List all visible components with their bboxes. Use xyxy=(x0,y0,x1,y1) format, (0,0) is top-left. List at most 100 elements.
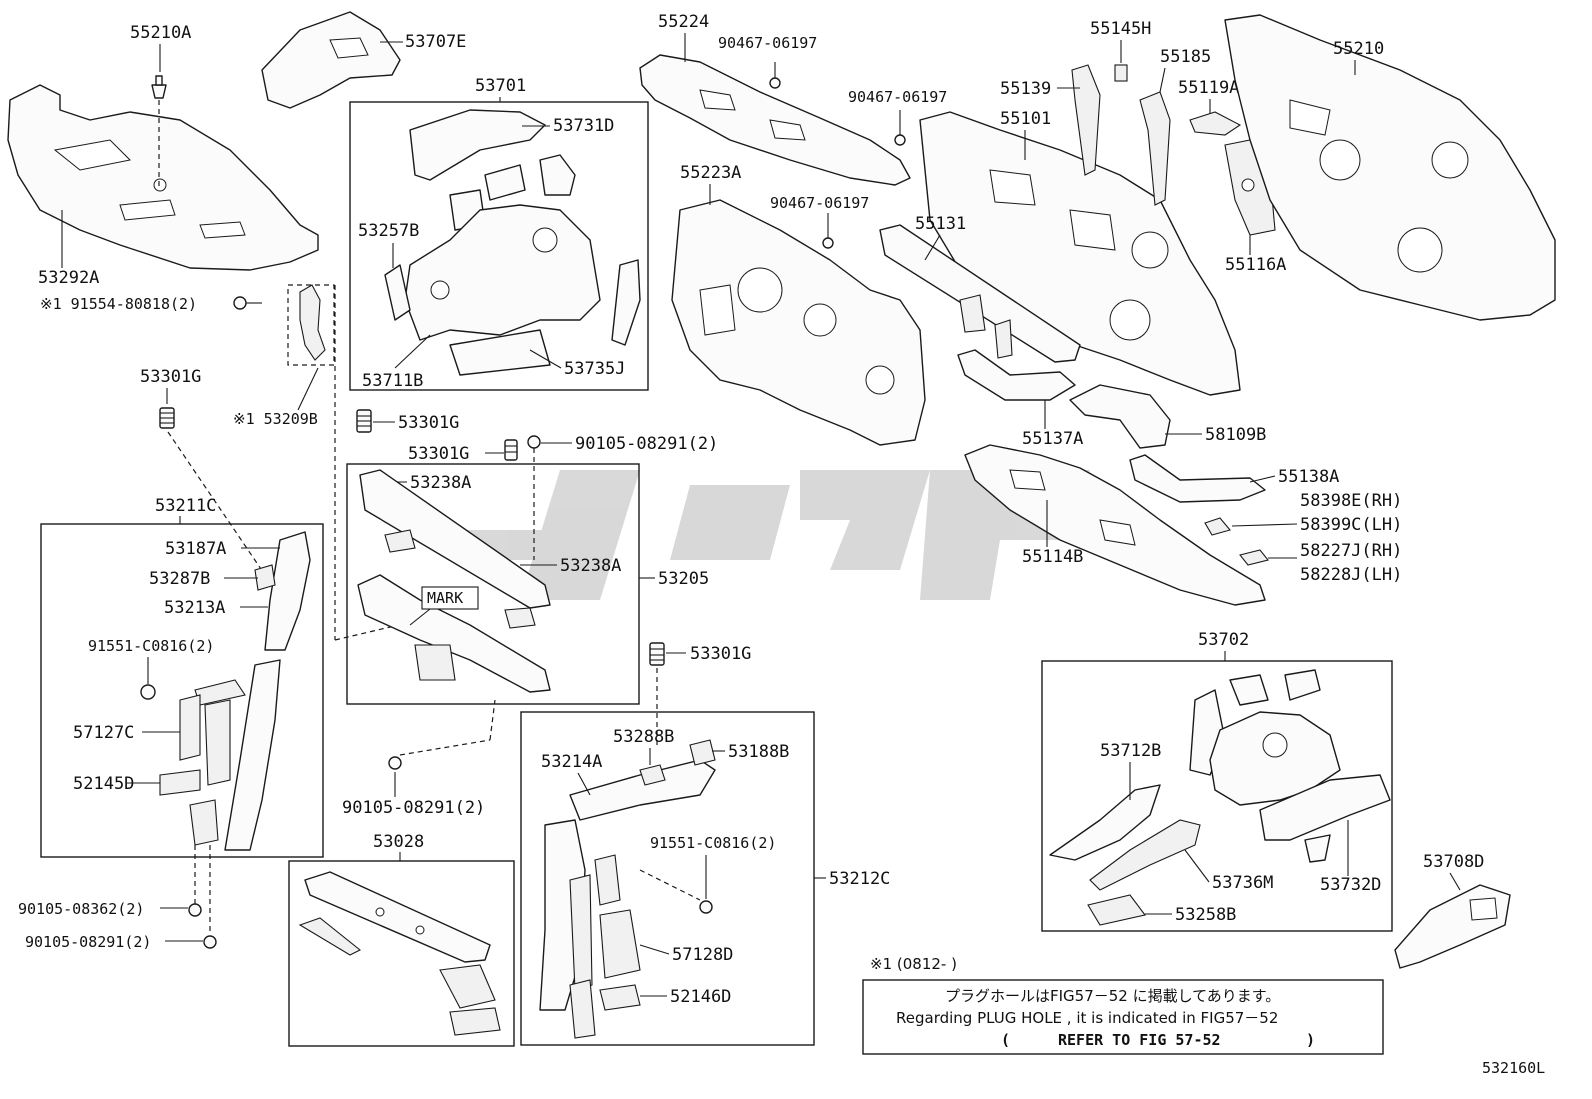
part-55223A-silencer xyxy=(671,199,926,446)
bolt-90105-center xyxy=(527,435,541,560)
part-55210-insulator xyxy=(1224,14,1556,321)
label-53707E: 53707E xyxy=(405,32,466,52)
label-52145D: 52145D xyxy=(73,774,134,794)
label-58398E: 58398E(RH) xyxy=(1300,491,1402,511)
label-mark: MARK xyxy=(427,589,463,607)
part-53702-apron-assy xyxy=(1049,669,1391,926)
label-91554: ※1 91554-80818(2) xyxy=(40,295,197,313)
part-53707E-apron xyxy=(261,11,401,109)
label-55131: 55131 xyxy=(915,214,966,234)
group-box-53028 xyxy=(288,860,515,1047)
part-55119A-clip xyxy=(1189,111,1242,136)
part-53701-apron-assy xyxy=(384,109,641,376)
bolt-90105-08291-left xyxy=(203,935,217,949)
label-90105-08291-lower: 90105-08291(2) xyxy=(342,798,485,818)
note-marker: ※1 (0812- ) xyxy=(870,955,957,973)
part-53212C-pillar xyxy=(539,739,716,1039)
label-57128D: 57128D xyxy=(672,945,733,965)
label-90467-c: 90467-06197 xyxy=(770,194,869,212)
part-53708D-apron-ext xyxy=(1394,884,1511,969)
label-52146D: 52146D xyxy=(670,987,731,1007)
note-ref-close: ) xyxy=(1306,1031,1315,1049)
label-53736M: 53736M xyxy=(1212,873,1273,893)
label-53732D: 53732D xyxy=(1320,875,1381,895)
label-53702: 53702 xyxy=(1198,630,1249,650)
label-53257B: 53257B xyxy=(358,221,419,241)
part-53292A-cowl-panel xyxy=(7,84,319,271)
part-55138A-brace xyxy=(1129,454,1266,503)
label-53258B: 53258B xyxy=(1175,905,1236,925)
part-55224-cowl-top xyxy=(639,54,911,186)
label-53701: 53701 xyxy=(475,76,526,96)
bolt-90105-lower xyxy=(388,699,496,770)
label-53214A: 53214A xyxy=(541,752,602,772)
label-55185: 55185 xyxy=(1160,47,1211,67)
label-58399C: 58399C(LH) xyxy=(1300,515,1402,535)
label-53301G-left: 53301G xyxy=(140,367,201,387)
bolt-91554 xyxy=(233,296,262,310)
label-53205: 53205 xyxy=(658,569,709,589)
label-53238A-top: 53238A xyxy=(410,473,471,493)
label-53712B: 53712B xyxy=(1100,741,1161,761)
label-90467-a: 90467-06197 xyxy=(718,34,817,52)
label-58228J: 58228J(LH) xyxy=(1300,565,1402,585)
label-53301G-center2: 53301G xyxy=(408,444,469,464)
group-box-53702 xyxy=(1041,660,1393,932)
label-57127C: 57127C xyxy=(73,723,134,743)
bolt-90105-08362 xyxy=(188,903,202,917)
spring-53301G-center xyxy=(356,409,372,433)
part-58109B-bracket xyxy=(1069,384,1171,449)
clip-55210A xyxy=(151,75,167,188)
label-55138A: 55138A xyxy=(1278,467,1339,487)
part-55114B-floor-pan xyxy=(964,444,1266,606)
label-53238A-mid: 53238A xyxy=(560,556,621,576)
label-53209B: ※1 53209B xyxy=(233,410,318,428)
label-53211C: 53211C xyxy=(155,496,216,516)
label-55223A: 55223A xyxy=(680,163,741,183)
note-line-jp: プラグホールはFIG57－52 に掲載してあります。 xyxy=(945,987,1280,1005)
label-53708D: 53708D xyxy=(1423,852,1484,872)
diagram-id: 532160L xyxy=(1482,1059,1545,1077)
spring-53301G-center2 xyxy=(504,439,518,461)
label-55210A: 55210A xyxy=(130,23,191,43)
label-53187A: 53187A xyxy=(165,539,226,559)
label-91551-left: 91551-C0816(2) xyxy=(88,637,214,655)
label-55139: 55139 xyxy=(1000,79,1051,99)
label-55119A: 55119A xyxy=(1178,78,1239,98)
bolt-90467-c xyxy=(822,213,834,249)
group-box-53701 xyxy=(349,101,649,391)
label-53212C: 53212C xyxy=(829,869,890,889)
part-58227J-clip xyxy=(1239,549,1269,566)
label-53188B: 53188B xyxy=(728,742,789,762)
label-53735J: 53735J xyxy=(564,359,625,379)
part-55145H-clip xyxy=(1114,64,1128,82)
part-53028-brace xyxy=(298,871,501,1036)
part-55137A-brace xyxy=(957,349,1076,401)
spring-53301G-left xyxy=(159,407,175,429)
label-55224: 55224 xyxy=(658,12,709,32)
label-55137A: 55137A xyxy=(1022,429,1083,449)
label-55210: 55210 xyxy=(1333,39,1384,59)
label-90105-08291-center: 90105-08291(2) xyxy=(575,434,718,454)
label-53731D: 53731D xyxy=(553,116,614,136)
part-53211C-pillar xyxy=(140,531,311,851)
label-90105-08291-left: 90105-08291(2) xyxy=(25,933,151,951)
part-55139-bracket xyxy=(1071,64,1101,176)
label-58109B: 58109B xyxy=(1205,425,1266,445)
part-53209B-bracket xyxy=(287,284,335,366)
part-53205-support xyxy=(357,469,551,693)
label-53028: 53028 xyxy=(373,832,424,852)
note-line-en: Regarding PLUG HOLE , it is indicated in… xyxy=(896,1009,1278,1027)
label-55116A: 55116A xyxy=(1225,255,1286,275)
label-53301G-right: 53301G xyxy=(690,644,751,664)
label-55145H: 55145H xyxy=(1090,19,1151,39)
part-55131-brace xyxy=(879,224,1081,363)
label-53711B: 53711B xyxy=(362,371,423,391)
note-ref-open: ( xyxy=(1001,1031,1010,1049)
label-90105-08362: 90105-08362(2) xyxy=(18,900,144,918)
label-90467-b: 90467-06197 xyxy=(848,88,947,106)
spring-53301G-right xyxy=(649,642,665,745)
label-53301G-center: 53301G xyxy=(398,413,459,433)
group-box-53205 xyxy=(346,463,640,705)
watermark-logo xyxy=(455,470,1090,600)
